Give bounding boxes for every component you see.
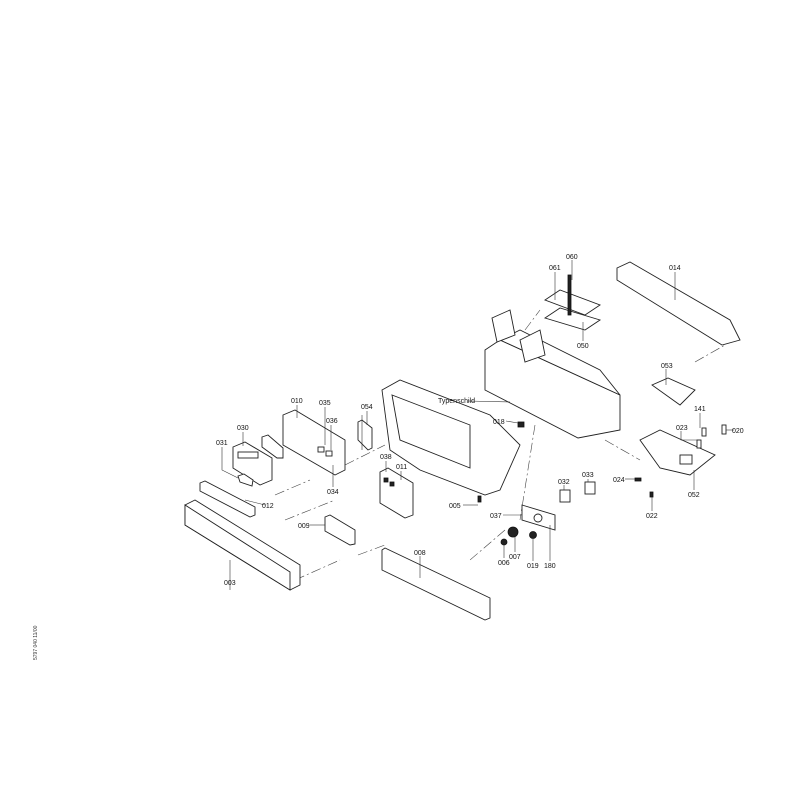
label-019: 019 — [527, 563, 539, 570]
label-036: 036 — [326, 418, 338, 425]
part-012-strip — [199, 480, 256, 518]
part-031-button — [237, 473, 254, 487]
leader-lines — [221, 260, 734, 590]
part-032-033-switches — [559, 481, 596, 503]
label-005: 005 — [449, 503, 461, 510]
part-chassis — [484, 329, 621, 439]
label-180: 180 — [544, 563, 556, 570]
drawing-number-stamp: 5797 040 11/00 — [33, 625, 39, 660]
label-037: 037 — [490, 513, 502, 520]
part-030-control-module — [232, 441, 273, 486]
label-007: 007 — [509, 554, 521, 561]
label-014: 014 — [669, 265, 681, 272]
part-small-board — [261, 434, 284, 459]
label-010: 010 — [291, 398, 303, 405]
label-050: 050 — [577, 343, 589, 350]
part-small-items — [477, 421, 727, 503]
label-030: 030 — [237, 425, 249, 432]
label-031: 031 — [216, 440, 228, 447]
assembly-lines — [274, 309, 726, 581]
part-052-power-board — [639, 429, 716, 476]
part-003-front-panel — [184, 499, 301, 591]
part-housing-front — [381, 379, 521, 496]
label-018: 018 — [493, 419, 505, 426]
label-022: 022 — [646, 513, 658, 520]
label-020: 020 — [732, 428, 744, 435]
part-053-board — [651, 377, 696, 406]
label-038: 038 — [380, 454, 392, 461]
label-typenschild: Typenschild — [438, 398, 475, 405]
label-141: 141 — [694, 406, 706, 413]
label-012: 012 — [262, 503, 274, 510]
label-003: 003 — [224, 580, 236, 587]
label-060: 060 — [566, 254, 578, 261]
label-035: 035 — [319, 400, 331, 407]
label-052: 052 — [688, 492, 700, 499]
label-008: 008 — [414, 550, 426, 557]
label-023: 023 — [676, 425, 688, 432]
label-011: 011 — [396, 464, 407, 471]
part-009-cover — [324, 514, 356, 546]
part-010-frame — [282, 409, 346, 476]
part-054-switch — [357, 415, 373, 451]
part-labels: 003 005 006 007 008 009 010 011 012 014 … — [216, 254, 744, 587]
label-009: 009 — [298, 523, 310, 530]
part-011-module — [379, 467, 414, 519]
label-053: 053 — [661, 363, 673, 370]
label-032: 032 — [558, 479, 570, 486]
label-006: 006 — [498, 560, 510, 567]
part-014-top-cover — [616, 261, 741, 346]
label-024: 024 — [613, 477, 625, 484]
label-034: 034 — [327, 489, 339, 496]
label-061: 061 — [549, 265, 561, 272]
label-033: 033 — [582, 472, 594, 479]
part-knobs — [500, 526, 537, 546]
part-008-trim — [381, 547, 491, 621]
label-054: 054 — [361, 404, 373, 411]
